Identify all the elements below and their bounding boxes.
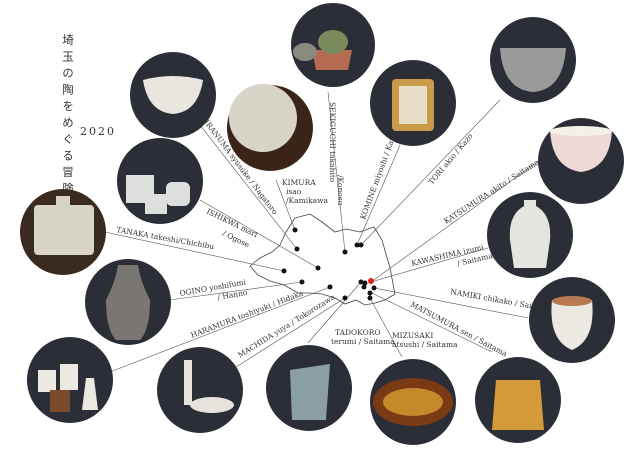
label-tanaka: TANAKA takeshi/Chichibu [116, 225, 215, 251]
pottery-photos [20, 3, 624, 445]
photo-kimura [227, 84, 313, 171]
photo-tadokoro [266, 345, 352, 431]
label-komine: KOMINE miyoshi / Kazo [358, 131, 398, 221]
photo-tanaka [20, 189, 106, 275]
label-kimura: KIMURA [282, 178, 316, 187]
poster-year: 2020 [80, 125, 116, 138]
leader-lines [104, 91, 541, 373]
label-kimura-sub1: isao [286, 187, 302, 196]
label-kimura-sub2: /Kamikawa [286, 196, 329, 205]
photo-ogino [85, 259, 171, 345]
photo-matsumura [475, 357, 561, 443]
photo-mizusaki [370, 359, 456, 445]
photo-sekiguchi [291, 3, 375, 87]
photo-kawashima [487, 192, 573, 278]
photo-haramura [27, 337, 113, 423]
photo-hiranuma [130, 52, 216, 138]
location-dots [281, 227, 377, 301]
photo-namiki [529, 277, 615, 363]
photo-ishikawa [117, 138, 203, 224]
highlight-marker [368, 278, 374, 284]
label-sekiguchi-sub: /Konosu [336, 175, 345, 206]
photo-machida [157, 347, 243, 433]
poster-title: 埼玉の陶をめぐる冒険 [61, 34, 75, 199]
label-mizusaki: MIZUSAKI [392, 331, 433, 340]
label-tadokoro-sub: terumi / Saitama [331, 337, 395, 346]
label-tadokoro: TADOKORO [335, 328, 381, 337]
photo-tori [490, 17, 576, 103]
label-sekiguchi: SEKIGUCHI takahito [328, 102, 337, 183]
label-matsumura: MATSUMURA sen / Saitama [409, 300, 509, 359]
label-mizusaki-sub: atsushi / Saitama [392, 340, 458, 349]
saitama-outline [249, 213, 396, 306]
photo-komine [370, 60, 456, 146]
photo-katsumura [538, 118, 624, 204]
